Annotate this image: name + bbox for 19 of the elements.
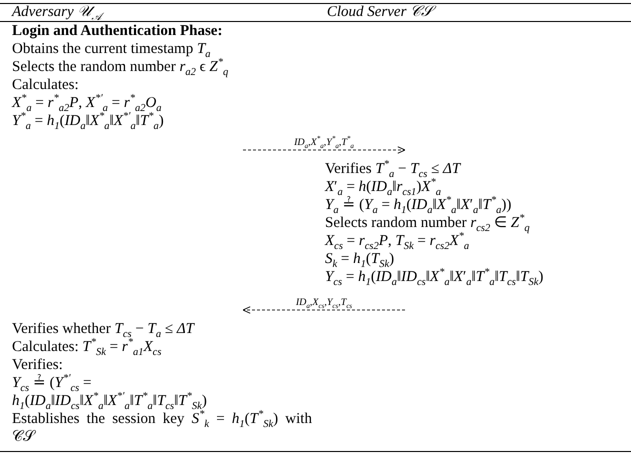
phase-heading: Login and Authentication Phase: (12, 22, 222, 40)
protocol-step: S$_{k}$ = h$_{1}$(T$_{Sk}$) (325, 250, 394, 268)
protocol-step: Verifies T$^{*}$$_{a}$ − T$_{cs}$ ≤ ΔT (325, 160, 460, 178)
arrow (242, 306, 406, 314)
arrow (242, 146, 406, 154)
protocol-step: Y$_{a}$ ≟ (Y$_{a}$ = h$_{1}$(ID$_{a}$‖X$^{*}$$_{a}$‖X′$_{a}$‖T$^{*}$$_{a}$)) (325, 196, 512, 214)
protocol-step: Calculates: T$^{*}$$_{Sk}$ = r$^{*}$$_{a1}$X$_{cs}$ (12, 338, 162, 356)
protocol-step: X$^{*}$$_{a}$ = r$^{*}$$_{a2}$P, X$^{*′}$$_{a}$ = r$^{*}$$_{a2}$O$_{a}$ (12, 94, 162, 112)
protocol-step: Y$_{cs}$ = h$_{1}$(ID$_{a}$‖ID$_{cs}$‖X$^{*}$$_{a}$‖X′$_{a}$‖T$^{*}$$_{a}$‖T$_{cs}$‖T$_{Sk}$) (325, 268, 544, 286)
protocol-step: h$_{1}$(ID$_{a}$‖ID$_{cs}$‖X$^{*}$$_{a}$‖X$^{*′}$$_{a}$‖T$^{*}$$_{a}$‖T$_{cs}$‖T$^{*}$$_{Sk}$) (12, 392, 207, 410)
protocol-step: Y$_{cs}$ ≟ (Y$^{*′}$$_{cs}$ = (12, 374, 92, 392)
column-header: Adversary 𝒰$_{𝒜}$ (12, 4, 102, 21)
protocol-step: Calculates: (12, 76, 79, 94)
protocol-step: Verifies: (12, 356, 63, 374)
protocol-step: Verifies whether T$_{cs}$ − T$_{a}$ ≤ ΔT (12, 320, 194, 338)
protocol-step: Establishes the session key S$^{*}$$_{k}$ = h$_{1}$(T$^{*}$$_{Sk}$) with 𝒞𝒮 (12, 410, 312, 446)
protocol-step: Obtains the current timestamp T$_{a}$ (12, 40, 211, 58)
protocol-step: Y$^{*}$$_{a}$ = h$_{1}$(ID$_{a}$‖X$^{*}$$_{a}$‖X$^{*′}$$_{a}$‖T$^{*}$$_{a}$) (12, 112, 164, 130)
edge-label: ID$_{a}$,X$_{cs}$,Y$_{cs}$,T$_{cs}$ (294, 297, 354, 308)
